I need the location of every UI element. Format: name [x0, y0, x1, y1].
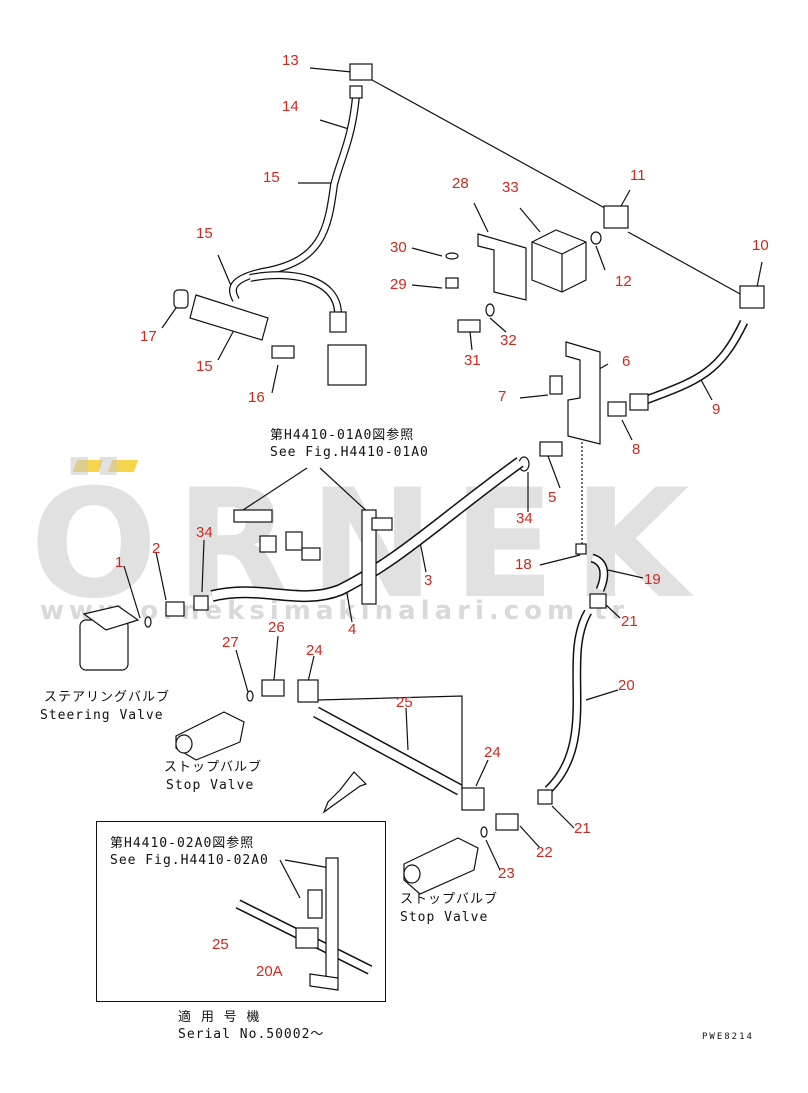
callout-21: 21	[574, 820, 591, 837]
callout-7: 7	[498, 388, 507, 405]
callout-1: 1	[115, 554, 124, 571]
callout-10: 10	[752, 237, 769, 254]
callout-22: 22	[536, 844, 553, 861]
serial-jp: 適 用 号 機	[178, 1010, 261, 1025]
callout-29: 29	[390, 276, 407, 293]
serial-en: Serial No.50002～	[178, 1027, 325, 1042]
stop-valve-2-jp: ストップバルブ	[400, 892, 499, 907]
ref-inset-en: See Fig.H4410-02A0	[110, 853, 269, 868]
stop-valve-1-en: Stop Valve	[166, 778, 255, 793]
callout-11: 11	[630, 167, 646, 184]
callout-16: 16	[248, 389, 265, 406]
drawing-code: PWE8214	[702, 1032, 754, 1042]
callout-27: 27	[222, 634, 239, 651]
callout-6: 6	[622, 353, 631, 370]
callout-2: 2	[152, 540, 161, 557]
callout-18: 18	[515, 556, 532, 573]
callout-32: 32	[500, 332, 517, 349]
callout-8: 8	[632, 441, 641, 458]
ref-top-en: See Fig.H4410-01A0	[270, 445, 429, 460]
callout-17: 17	[140, 328, 157, 345]
callout-34: 34	[196, 524, 213, 541]
callout-26: 26	[268, 619, 285, 636]
callout-13: 13	[282, 52, 299, 69]
callout-3: 3	[424, 572, 433, 589]
callout-9: 9	[712, 401, 721, 418]
callout-15: 15	[196, 358, 213, 375]
steering-valve-jp: ステアリングバルブ	[44, 690, 171, 705]
callout-15: 15	[263, 169, 280, 186]
callout-33: 33	[502, 179, 519, 196]
callout-12: 12	[615, 273, 632, 290]
callout-20: 20	[618, 677, 635, 694]
stop-valve-2-en: Stop Valve	[400, 910, 489, 925]
callout-31: 31	[464, 352, 481, 369]
steering-valve-en: Steering Valve	[40, 708, 164, 723]
inset-frame	[96, 821, 386, 1002]
callout-14: 14	[282, 98, 299, 115]
callout-19: 19	[644, 571, 661, 588]
callout-25: 25	[396, 694, 413, 711]
ref-top-jp: 第H4410-01A0図参照	[270, 428, 415, 443]
callout-30: 30	[390, 239, 407, 256]
callout-15: 15	[196, 225, 213, 242]
callout-23: 23	[498, 865, 515, 882]
callout-28: 28	[452, 175, 469, 192]
callout-4: 4	[348, 621, 357, 638]
callout-24: 24	[484, 744, 501, 761]
callout-25: 25	[212, 936, 229, 953]
callout-5: 5	[548, 489, 557, 506]
callout-24: 24	[306, 642, 323, 659]
callout-20A: 20A	[256, 963, 283, 980]
callout-34: 34	[516, 510, 533, 527]
ref-inset-jp: 第H4410-02A0図参照	[110, 836, 255, 851]
stop-valve-1-jp: ストップバルブ	[164, 760, 263, 775]
callout-21: 21	[621, 613, 638, 630]
